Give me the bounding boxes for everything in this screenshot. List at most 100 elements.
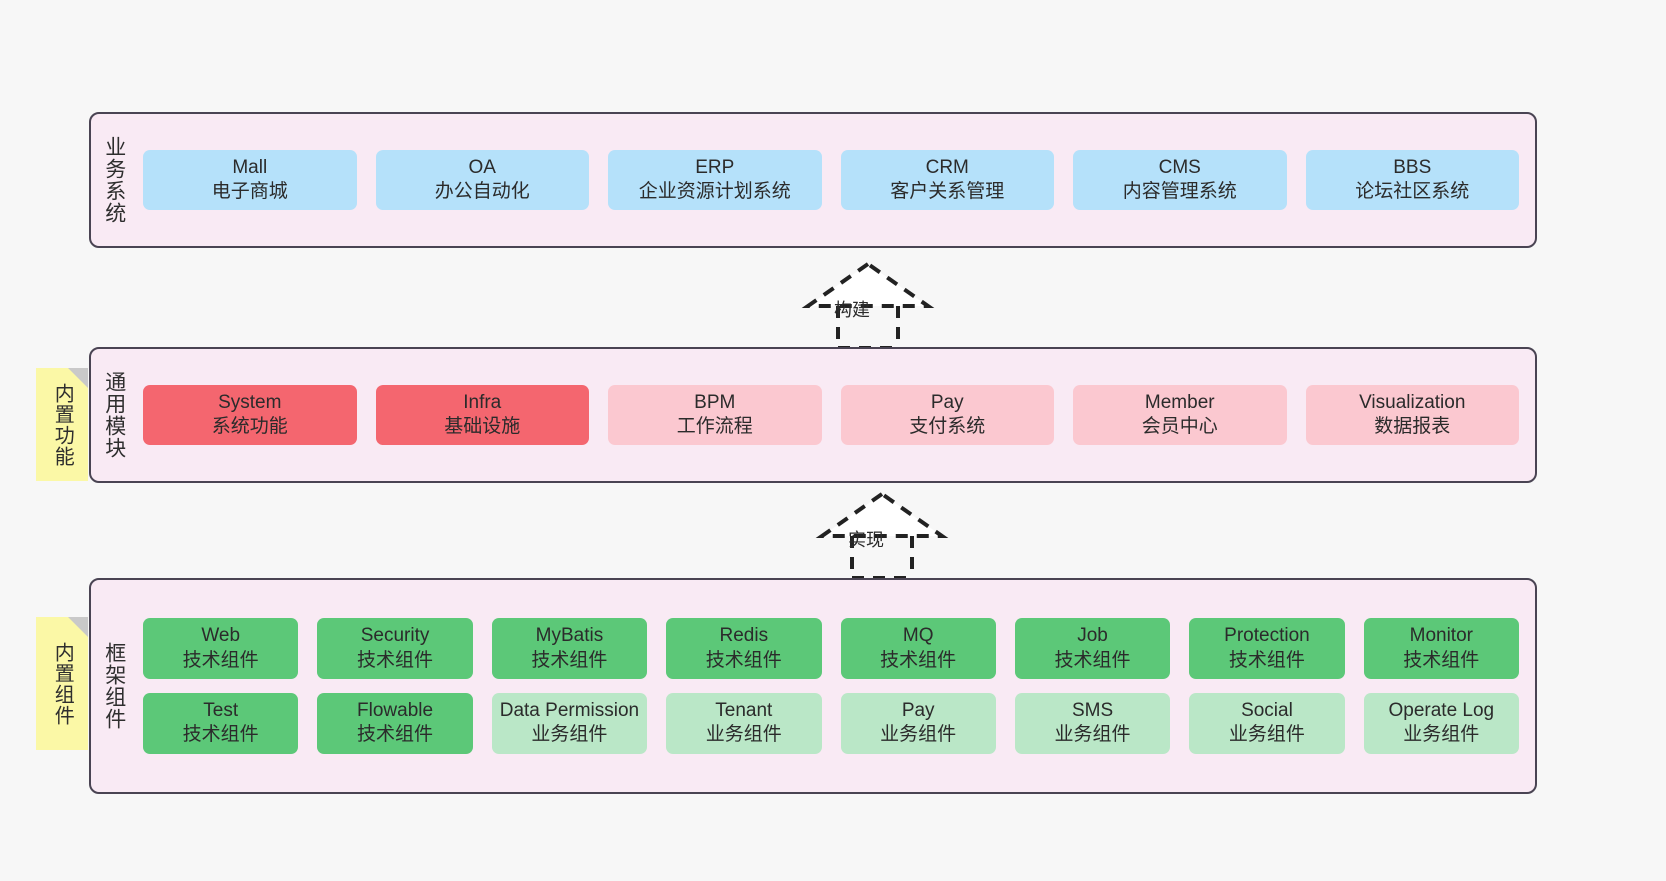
- node-title: BBS: [1393, 156, 1432, 178]
- node-pay-module[interactable]: Pay 支付系统: [840, 384, 1054, 446]
- node-subtitle: 技术组件: [357, 649, 434, 671]
- node-subtitle: 论坛社区系统: [1355, 181, 1470, 202]
- node-title: MyBatis: [535, 625, 604, 647]
- node-redis[interactable]: Redis 技术组件: [666, 618, 822, 679]
- node-subtitle: 业务组件: [1403, 724, 1480, 746]
- node-monitor[interactable]: Monitor 技术组件: [1363, 618, 1519, 679]
- node-subtitle: 技术组件: [1054, 649, 1131, 671]
- note-fold-icon: [68, 617, 88, 637]
- layer-framework-component: 框架组件 Web 技术组件 Security 技术组件 MyBatis 技术组件…: [89, 578, 1537, 794]
- node-title: Job: [1077, 625, 1108, 647]
- node-job[interactable]: Job 技术组件: [1014, 618, 1171, 679]
- node-title: CRM: [925, 156, 969, 178]
- node-sms[interactable]: SMS 业务组件: [1014, 693, 1171, 754]
- connector-implement-label: 实现: [848, 530, 884, 550]
- node-tenant[interactable]: Tenant 业务组件: [666, 693, 822, 754]
- node-title: Data Permission: [499, 700, 640, 721]
- node-title: Member: [1144, 391, 1215, 413]
- node-mybatis[interactable]: MyBatis 技术组件: [491, 618, 648, 679]
- node-subtitle: 技术组件: [182, 724, 259, 746]
- node-title: SMS: [1071, 700, 1114, 721]
- node-crm[interactable]: CRM 客户关系管理: [840, 149, 1054, 211]
- node-subtitle: 技术组件: [705, 649, 782, 671]
- node-title: ERP: [695, 156, 735, 178]
- layer-common-module: 通用模块 System 系统功能 Infra 基础设施 BPM 工作流程 Pay…: [89, 347, 1537, 483]
- node-subtitle: 办公自动化: [434, 181, 530, 202]
- node-subtitle: 客户关系管理: [890, 181, 1005, 202]
- layer-title-common-module: 通用模块: [102, 371, 126, 459]
- node-bpm[interactable]: BPM 工作流程: [608, 384, 822, 446]
- node-title: Operate Log: [1388, 700, 1495, 721]
- node-subtitle: 技术组件: [531, 649, 608, 671]
- layer-body-framework-component: Web 技术组件 Security 技术组件 MyBatis 技术组件 Redi…: [137, 580, 1535, 792]
- node-title: Social: [1241, 700, 1293, 721]
- connector-build-label: 构建: [834, 300, 870, 320]
- layer-row: System 系统功能 Infra 基础设施 BPM 工作流程 Pay 支付系统…: [143, 384, 1519, 446]
- node-subtitle: 电子商城: [211, 181, 288, 202]
- node-system[interactable]: System 系统功能: [143, 384, 357, 446]
- layer-title-business-system: 业务系统: [102, 136, 126, 224]
- layer-body-business-system: Mall 电子商城 OA 办公自动化 ERP 企业资源计划系统 CRM 客户关系…: [137, 114, 1535, 246]
- node-title: Pay: [930, 391, 964, 413]
- note-builtin-component-label: 内置组件: [51, 641, 74, 726]
- node-pay-component[interactable]: Pay 业务组件: [840, 693, 996, 754]
- node-subtitle: 基础设施: [444, 416, 521, 437]
- node-cms[interactable]: CMS 内容管理系统: [1073, 149, 1287, 211]
- node-flowable[interactable]: Flowable 技术组件: [317, 693, 473, 754]
- node-subtitle: 业务组件: [880, 724, 957, 746]
- node-title: Mall: [232, 156, 268, 178]
- node-data-permission[interactable]: Data Permission 业务组件: [491, 693, 648, 754]
- node-infra[interactable]: Infra 基础设施: [375, 384, 589, 446]
- node-subtitle: 数据报表: [1374, 416, 1451, 437]
- generalization-arrow-icon: [801, 261, 935, 350]
- note-fold-icon: [68, 368, 88, 388]
- node-subtitle: 业务组件: [1054, 724, 1131, 746]
- node-protection[interactable]: Protection 技术组件: [1189, 618, 1345, 679]
- node-title: Tenant: [715, 700, 773, 721]
- node-title: BPM: [694, 391, 736, 413]
- note-builtin-function: 内置功能: [36, 368, 88, 481]
- node-subtitle: 技术组件: [1228, 649, 1305, 671]
- node-title: System: [218, 391, 282, 413]
- node-social[interactable]: Social 业务组件: [1189, 693, 1345, 754]
- note-builtin-component: 内置组件: [36, 617, 88, 750]
- node-subtitle: 技术组件: [182, 649, 259, 671]
- node-oa[interactable]: OA 办公自动化: [375, 149, 589, 211]
- node-title: Monitor: [1409, 625, 1473, 647]
- node-title: Security: [360, 625, 430, 647]
- node-subtitle: 企业资源计划系统: [638, 181, 791, 202]
- node-title: Protection: [1224, 625, 1310, 647]
- node-mq[interactable]: MQ 技术组件: [840, 618, 996, 679]
- node-web[interactable]: Web 技术组件: [143, 618, 299, 679]
- node-operate-log[interactable]: Operate Log 业务组件: [1363, 693, 1519, 754]
- node-security[interactable]: Security 技术组件: [317, 618, 473, 679]
- node-subtitle: 技术组件: [880, 649, 957, 671]
- layer-row: Mall 电子商城 OA 办公自动化 ERP 企业资源计划系统 CRM 客户关系…: [143, 149, 1519, 211]
- node-title: Web: [201, 625, 241, 647]
- node-subtitle: 业务组件: [1228, 724, 1305, 746]
- node-subtitle: 会员中心: [1141, 416, 1218, 437]
- node-bbs[interactable]: BBS 论坛社区系统: [1305, 149, 1519, 211]
- node-subtitle: 技术组件: [357, 724, 434, 746]
- node-subtitle: 工作流程: [676, 416, 753, 437]
- node-subtitle: 支付系统: [909, 416, 986, 437]
- note-builtin-function-label: 内置功能: [51, 382, 74, 467]
- node-title: OA: [468, 156, 496, 178]
- node-mall[interactable]: Mall 电子商城: [143, 149, 357, 211]
- node-member[interactable]: Member 会员中心: [1073, 384, 1287, 446]
- connector-build: 构建: [790, 258, 950, 350]
- node-subtitle: 业务组件: [531, 724, 608, 746]
- node-title: MQ: [902, 625, 934, 647]
- node-subtitle: 技术组件: [1403, 649, 1480, 671]
- node-title: Pay: [901, 700, 935, 721]
- node-erp[interactable]: ERP 企业资源计划系统: [608, 149, 822, 211]
- generalization-arrow-icon: [815, 491, 949, 580]
- node-test[interactable]: Test 技术组件: [143, 693, 299, 754]
- layer-row: Web 技术组件 Security 技术组件 MyBatis 技术组件 Redi…: [143, 618, 1519, 679]
- layer-row: Test 技术组件 Flowable 技术组件 Data Permission …: [143, 693, 1519, 754]
- node-visualization[interactable]: Visualization 数据报表: [1305, 384, 1519, 446]
- layer-business-system: 业务系统 Mall 电子商城 OA 办公自动化 ERP 企业资源计划系统 CRM…: [89, 112, 1537, 248]
- node-title: Infra: [463, 391, 502, 413]
- node-subtitle: 内容管理系统: [1122, 181, 1237, 202]
